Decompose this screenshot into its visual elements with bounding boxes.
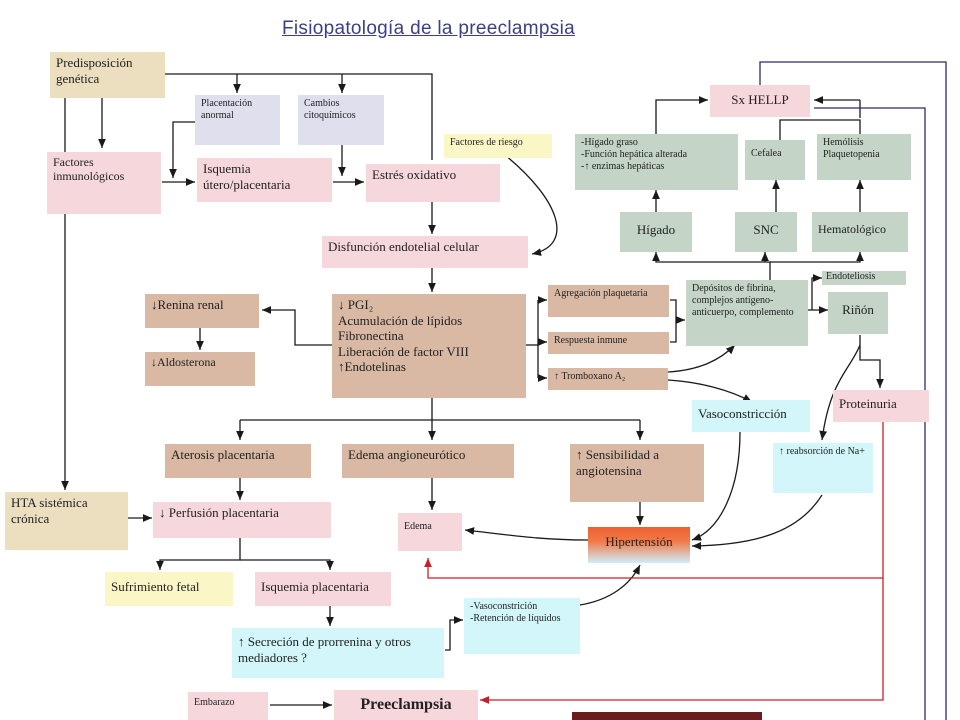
- proteinuria-node: Proteinuria: [833, 390, 929, 422]
- renal-renin-node: ↓Renina renal: [145, 294, 259, 328]
- mediator-item: Liberación de factor VIII: [338, 343, 469, 359]
- hypertension-node: Hipertensión: [588, 527, 690, 563]
- sodium-reabsorption-node: ↑ reabsorción de Na+: [773, 443, 873, 493]
- hellp-node: Sx HELLP: [710, 85, 810, 117]
- abnormal-placentation-node: Placentación anormal: [195, 95, 280, 145]
- cns-node: SNC: [735, 212, 797, 252]
- mediator-item: Fibronectina: [338, 328, 404, 344]
- vaso-item: -Vasoconstrición: [470, 601, 538, 612]
- mediator-item: Acumulación de lípidos: [338, 312, 463, 328]
- uteroplacental-ischemia-node: Isquemia útero/placentaria: [197, 158, 332, 202]
- endothelial-mediators-node: ↓ PGI₂ Acumulación de lípidos Fibronecti…: [332, 294, 526, 398]
- vasoconstriction-node: Vasoconstricción: [692, 400, 810, 432]
- fibrin-deposits-node: Depósitos de fibrina, complejos antígeno…: [686, 280, 808, 346]
- mediator-item: ↑Endotelinas: [338, 359, 406, 375]
- thromboxane-node: ↑ Tromboxano A₂: [548, 368, 668, 390]
- endotheliosis-node: Endoteliosis: [822, 271, 906, 285]
- liver-findings-node: -Hígado graso -Función hepática alterada…: [575, 134, 738, 190]
- bottom-decorative-bar: [572, 712, 762, 720]
- mediator-item: ↓ PGI₂: [338, 297, 374, 312]
- hemolysis-item: Hemólisis: [823, 137, 864, 148]
- kidney-node: Riñón: [828, 292, 888, 334]
- vasoconstriction-retention-node: -Vasoconstrición -Retención de líquidos: [464, 598, 580, 654]
- hemolysis-node: Hemólisis Plaquetopenia: [817, 134, 911, 180]
- genetic-predisposition-node: Predisposición genética: [50, 52, 165, 98]
- aldosterone-node: ↓Aldosterona: [145, 352, 255, 386]
- liver-finding-item: -↑ enzimas hepáticas: [581, 161, 665, 172]
- liver-node: Hígado: [620, 212, 692, 252]
- edema-node: Edema: [398, 513, 462, 551]
- fetal-distress-node: Sufrimiento fetal: [105, 572, 233, 606]
- angioneurotic-edema-node: Edema angioneurótico: [342, 444, 514, 478]
- prorenin-secretion-node: ↑ Secreción de prorrenina y otros mediad…: [232, 628, 444, 678]
- diagram-title: Fisiopatología de la preeclampsia: [282, 18, 575, 39]
- placental-perfusion-node: ↓ Perfusión placentaria: [153, 502, 331, 538]
- hemolysis-item: Plaquetopenia: [823, 149, 880, 160]
- chronic-hypertension-node: HTA sistémica crónica: [5, 492, 128, 550]
- risk-factors-node: Factores de riesgo: [444, 134, 552, 158]
- cytochemical-changes-node: Cambios citoquímicos: [298, 95, 384, 145]
- placental-atherosis-node: Aterosis placentaria: [165, 444, 311, 478]
- pregnancy-node: Embarazo: [188, 692, 268, 720]
- hematologic-node: Hematológico: [812, 212, 908, 252]
- immunologic-factors-node: Factores inmunológicos: [47, 152, 161, 214]
- vaso-item: -Retención de líquidos: [470, 613, 561, 624]
- liver-finding-item: -Hígado graso: [581, 137, 638, 148]
- platelet-aggregation-node: Agregación plaquetaria: [548, 285, 669, 317]
- immune-response-node: Respuesta inmune: [548, 332, 669, 354]
- placental-ischemia-node: Isquemia placentaria: [255, 572, 391, 606]
- liver-finding-item: -Función hepática alterada: [581, 149, 688, 160]
- oxidative-stress-node: Estrés oxidativo: [366, 164, 500, 202]
- headache-node: Cefalea: [745, 140, 805, 180]
- endothelial-dysfunction-node: Disfunción endotelial celular: [322, 236, 528, 268]
- preeclampsia-node: Preeclampsia: [334, 690, 478, 720]
- angiotensin-sensitivity-node: ↑ Sensibilidad a angiotensina: [570, 444, 704, 502]
